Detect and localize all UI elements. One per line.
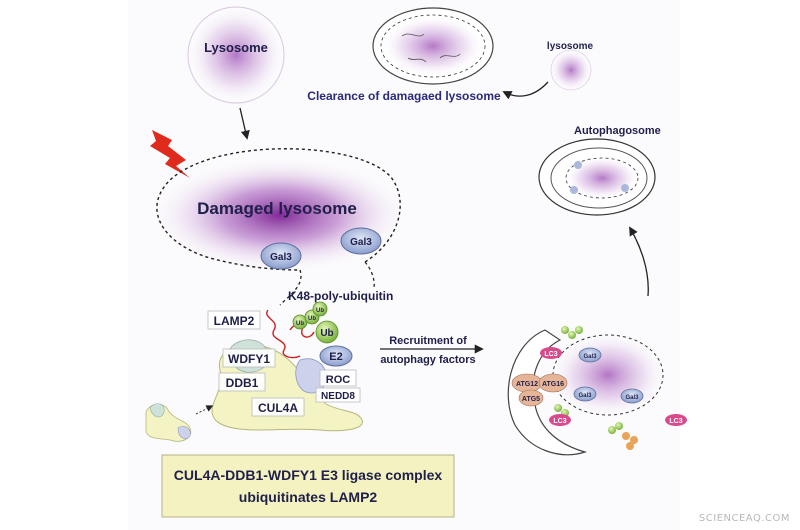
lysosome-small: lysosome bbox=[547, 41, 594, 91]
autolysosome bbox=[372, 7, 494, 85]
arrow-fusion bbox=[502, 81, 549, 100]
clearance-label: Clearance of damagaed lysosome bbox=[307, 89, 501, 103]
ubiquitin-chain: Ub Ub Ub Ub bbox=[292, 301, 339, 344]
ddb1-label: DDB1 bbox=[226, 376, 259, 390]
cul4a-label: CUL4A bbox=[258, 401, 298, 415]
arrow-down bbox=[239, 107, 250, 140]
gal3-label-right: Gal3 bbox=[350, 237, 372, 248]
inactive-complex-icon bbox=[145, 403, 192, 442]
gal3-protein-right: Gal3 bbox=[340, 227, 382, 255]
atg12-label: ATG12 bbox=[516, 381, 538, 388]
arrow-up bbox=[629, 226, 649, 297]
lysosome-top-label: Lysosome bbox=[204, 40, 268, 55]
lc3-label-3: LC3 bbox=[669, 418, 682, 425]
watermark: SCIENCEAQ.COM bbox=[698, 513, 790, 524]
caption-line-2: ubiquitinates LAMP2 bbox=[239, 489, 378, 505]
autophagosome-label: Autophagosome bbox=[574, 125, 661, 137]
wdfy1-label-box: WDFY1 bbox=[222, 348, 276, 368]
lc3-label-2: LC3 bbox=[553, 418, 566, 425]
recruitment-label-line-2: autophagy factors bbox=[380, 354, 475, 366]
lamp2-label-box: LAMP2 bbox=[207, 310, 261, 330]
atg5-label: ATG5 bbox=[522, 396, 540, 403]
wdfy1-label: WDFY1 bbox=[228, 352, 270, 366]
ub-label-2: Ub bbox=[308, 316, 316, 322]
gal3-label-left: Gal3 bbox=[270, 252, 292, 263]
gal3-label-phago-1: Gal3 bbox=[583, 354, 597, 360]
recruitment-label-line-1: Recruitment of bbox=[389, 335, 467, 347]
atg16-label: ATG16 bbox=[542, 381, 564, 388]
damage-bolt-icon bbox=[150, 130, 190, 178]
nedd8-label-box: NEDD8 bbox=[315, 387, 361, 403]
lamp2-label: LAMP2 bbox=[214, 314, 255, 328]
recruitment-arrow-group: Recruitment of autophagy factors bbox=[380, 335, 484, 366]
caption-line-1: CUL4A-DDB1-WDFY1 E3 ligase complex bbox=[174, 467, 443, 483]
ub-label-main: Ub bbox=[320, 328, 333, 339]
ub-label-3: Ub bbox=[316, 308, 324, 314]
ub-label-1: Ub bbox=[296, 321, 304, 327]
roc-label: ROC bbox=[326, 374, 351, 386]
ddb1-label-box: DDB1 bbox=[218, 372, 266, 392]
caption-box: CUL4A-DDB1-WDFY1 E3 ligase complex ubiqu… bbox=[161, 454, 455, 518]
gal3-protein-left: Gal3 bbox=[260, 242, 302, 270]
lc3-label-1: LC3 bbox=[544, 351, 557, 358]
lysosome-top: Lysosome bbox=[187, 6, 285, 104]
gal3-label-phago-3: Gal3 bbox=[625, 395, 639, 401]
arrow-small bbox=[195, 405, 214, 415]
phagophore-assembly: Gal3 Gal3 Gal3 LC3 LC3 LC3 ATG12 ATG16 A… bbox=[507, 326, 687, 456]
damaged-lysosome-label: Damaged lysosome bbox=[197, 199, 357, 218]
e2-label: E2 bbox=[329, 351, 342, 363]
autophagosome: Autophagosome bbox=[538, 125, 661, 216]
k48-poly-ubiquitin-label: K48-poly-ubiquitin bbox=[288, 289, 393, 303]
gal3-label-phago-2: Gal3 bbox=[578, 393, 592, 399]
cul4a-label-box: CUL4A bbox=[251, 397, 305, 417]
lysosome-small-label: lysosome bbox=[547, 41, 594, 52]
nedd8-label: NEDD8 bbox=[321, 391, 355, 402]
roc-label-box: ROC bbox=[319, 369, 357, 387]
